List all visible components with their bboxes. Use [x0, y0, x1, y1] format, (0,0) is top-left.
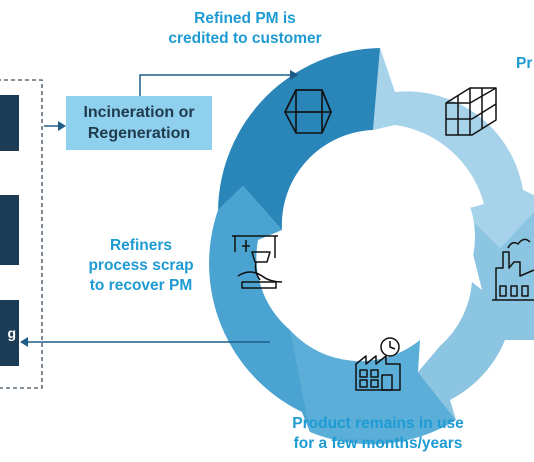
label-product-line1: Product remains in use: [292, 415, 464, 432]
arrow-box-to-ring-head: [290, 70, 299, 80]
label-refiners-line1: Refiners: [109, 237, 173, 254]
label-refiners-line3: to recover PM: [89, 277, 193, 294]
connector-arrows: [20, 70, 299, 347]
left-box-1: [0, 95, 19, 151]
label-pm-credited-line2: credited to customer: [168, 30, 322, 47]
stacked-bars-icon: [445, 87, 497, 136]
smelter-icon: [232, 235, 283, 289]
label-pm-credited-line1: Refined PM is: [194, 10, 296, 27]
stage-incineration-regeneration: Incineration or Regeneration: [66, 96, 212, 150]
factory-clock-icon: [355, 337, 401, 391]
factory-icon: [492, 238, 534, 301]
label-product-line2: for a few months/years: [293, 435, 463, 452]
label-pm-credited: Refined PM is credited to customer: [150, 9, 340, 49]
label-refiners: Refiners process scrap to recover PM: [82, 236, 200, 296]
gold-bars-icon: [284, 89, 332, 134]
ring-segment-credit: [218, 48, 380, 230]
label-production-partial: Pr: [516, 55, 533, 72]
stage-box-line1: Incineration or: [83, 104, 195, 121]
cycle-ring: [209, 48, 534, 445]
ring-segment-manufacture: [418, 210, 534, 420]
stage-box-line2: Regeneration: [87, 125, 191, 142]
arrow-left-to-box-head: [58, 121, 66, 131]
ring-segment-product: [373, 48, 534, 248]
left-box-3: g: [0, 300, 19, 366]
arrow-ring-to-left-head: [20, 337, 28, 347]
arrow-box-to-ring: [139, 74, 290, 96]
ring-center: [285, 142, 475, 332]
label-product-in-use: Product remains in use for a few months/…: [268, 414, 488, 454]
dashed-panel: [0, 79, 43, 389]
label-refiners-line2: process scrap: [88, 257, 194, 274]
left-box-2: [0, 195, 19, 265]
